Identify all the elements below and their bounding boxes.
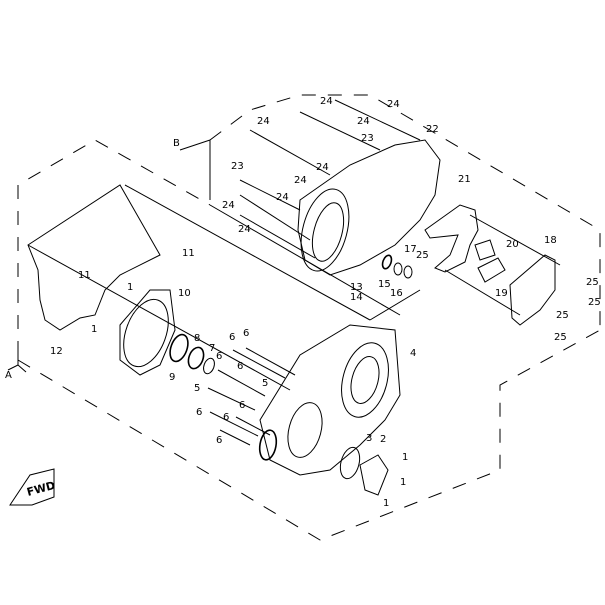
callout-6: 6 xyxy=(216,435,222,446)
callout-16: 16 xyxy=(390,288,403,299)
callout-3: 3 xyxy=(366,433,372,444)
callout-18: 18 xyxy=(544,235,557,246)
callout-4: 4 xyxy=(410,348,416,359)
callout-23: 23 xyxy=(231,161,244,172)
seals-parts-7-8-9 xyxy=(169,333,215,375)
cover-plate-part-10 xyxy=(119,289,176,376)
callout-11: 11 xyxy=(182,248,195,259)
callout-24: 24 xyxy=(222,200,235,211)
callout-25: 25 xyxy=(556,310,569,321)
callout-6: 6 xyxy=(243,328,249,339)
callout-2: 2 xyxy=(380,434,386,445)
callout-8: 8 xyxy=(194,333,200,344)
callout-10: 10 xyxy=(178,288,191,299)
callout-13: 13 xyxy=(350,282,363,293)
callout-24: 24 xyxy=(357,116,370,127)
callout-6: 6 xyxy=(223,412,229,423)
bracket-parts-18-21 xyxy=(424,204,561,326)
callout-21: 21 xyxy=(458,174,471,185)
callout-15: 15 xyxy=(378,279,391,290)
callout-20: 20 xyxy=(506,239,519,250)
callout-7: 7 xyxy=(209,343,215,354)
view-marker-a: A xyxy=(5,370,12,381)
callout-24: 24 xyxy=(320,96,333,107)
callout-1: 1 xyxy=(91,324,97,335)
direction-badge-text: FWD xyxy=(25,479,56,499)
callout-11: 11 xyxy=(78,270,91,281)
callout-25: 25 xyxy=(416,250,429,261)
callout-24: 24 xyxy=(387,99,400,110)
callout-1: 1 xyxy=(400,477,406,488)
callout-24: 24 xyxy=(257,116,270,127)
callout-6: 6 xyxy=(237,361,243,372)
callout-6: 6 xyxy=(196,407,202,418)
callout-23: 23 xyxy=(361,133,374,144)
callout-5: 5 xyxy=(262,378,268,389)
callout-17: 17 xyxy=(404,244,417,255)
crankcase-housing xyxy=(258,324,401,496)
callout-5: 5 xyxy=(194,383,200,394)
bolts-parts-5-6 xyxy=(207,347,296,446)
forward-direction-badge: FWD xyxy=(9,468,57,506)
callout-6: 6 xyxy=(229,332,235,343)
callout-24: 24 xyxy=(276,192,289,203)
washers-parts-15-16-17 xyxy=(381,254,413,279)
callout-25: 25 xyxy=(554,332,567,343)
callout-6: 6 xyxy=(216,351,222,362)
callout-19: 19 xyxy=(495,288,508,299)
callout-1: 1 xyxy=(383,498,389,509)
callout-22: 22 xyxy=(426,124,439,135)
callout-24: 24 xyxy=(238,224,251,235)
callout-25: 25 xyxy=(586,277,599,288)
callout-24: 24 xyxy=(294,175,307,186)
callout-6: 6 xyxy=(239,400,245,411)
callout-12: 12 xyxy=(50,346,63,357)
dashed-frame xyxy=(7,94,601,541)
callout-1: 1 xyxy=(127,282,133,293)
callout-24: 24 xyxy=(316,162,329,173)
callout-1: 1 xyxy=(402,452,408,463)
clutch-cover-part-22 xyxy=(209,99,441,321)
callout-14: 14 xyxy=(350,292,363,303)
gasket-part-12 xyxy=(27,184,371,391)
callout-25: 25 xyxy=(588,297,601,308)
callout-9: 9 xyxy=(169,372,175,383)
view-marker-b: B xyxy=(173,138,180,149)
